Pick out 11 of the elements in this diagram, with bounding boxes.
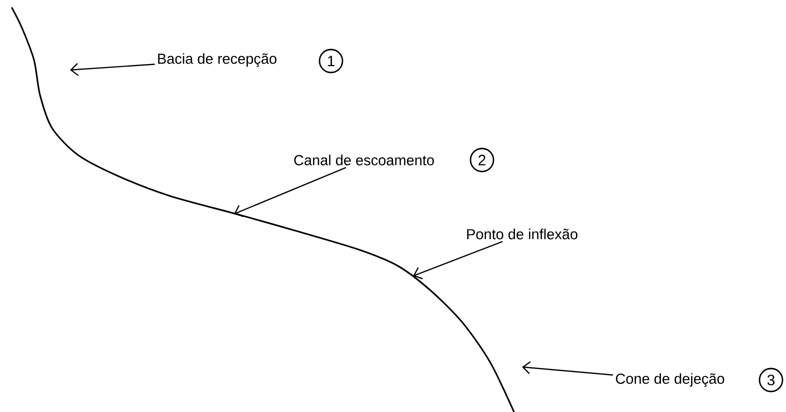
- part-label: Ponto de inflexão: [467, 228, 578, 240]
- part-label: Canal de escoamento: [294, 154, 434, 166]
- leader-arrow: [234, 166, 346, 218]
- leader-arrow: [522, 361, 614, 376]
- leader-arrow: [413, 240, 503, 280]
- part-label: Cone de dejeção: [616, 373, 724, 387]
- part-label: Bacia de recepção: [158, 53, 276, 67]
- callout-number: 3: [758, 368, 784, 392]
- callout-number: 2: [470, 148, 494, 172]
- leader-arrow: [70, 63, 155, 76]
- callout-number: 1: [318, 48, 344, 74]
